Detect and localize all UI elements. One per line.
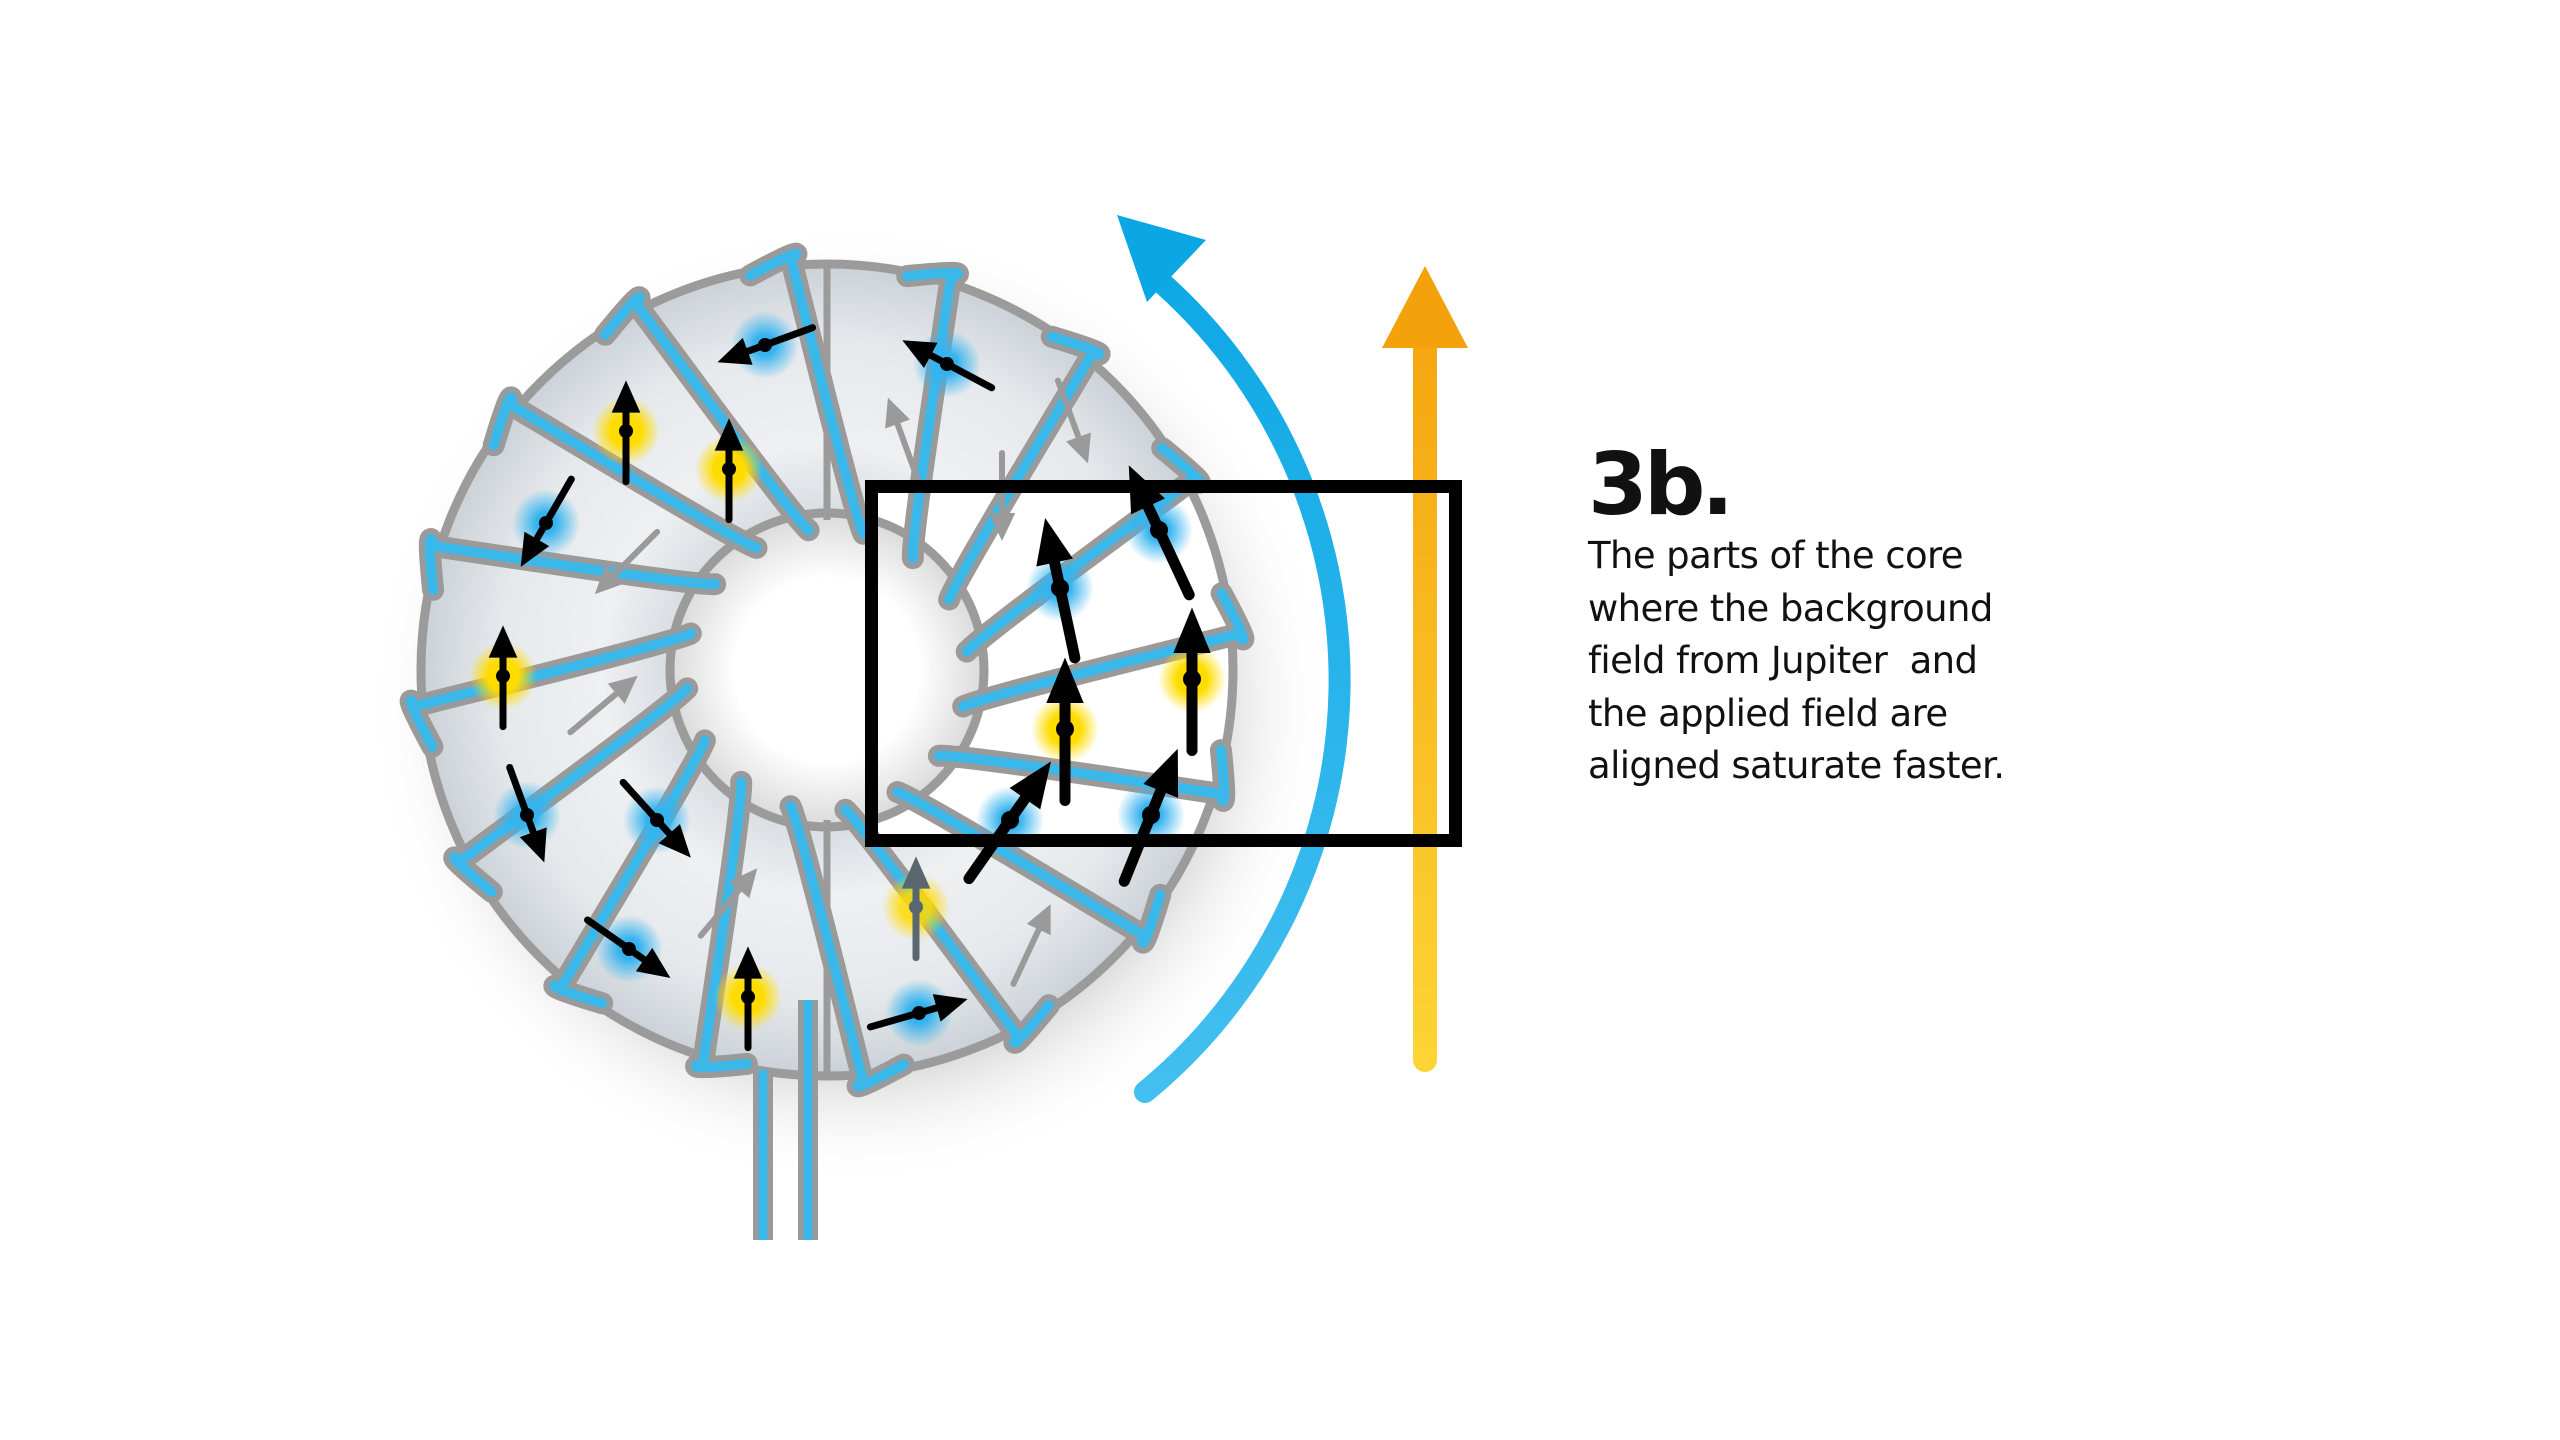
misaligned-domain-icon bbox=[866, 979, 968, 1047]
misaligned-domain-icon bbox=[584, 915, 671, 983]
faded-domain-arrows bbox=[567, 377, 1091, 987]
applied-field-arrow bbox=[1382, 266, 1468, 1072]
applied-field-arrowhead-icon bbox=[1382, 266, 1468, 348]
misaligned-domain-icon bbox=[902, 330, 996, 398]
wire-leads bbox=[753, 1000, 818, 1240]
aligned-domain-icon bbox=[592, 380, 660, 486]
highlight-box bbox=[865, 480, 1462, 847]
misaligned-domain-icon bbox=[1026, 518, 1094, 664]
aligned-domain-icon bbox=[469, 625, 537, 731]
caption: 3b. The parts of the core where the back… bbox=[1588, 440, 2108, 793]
caption-line: aligned saturate faster. bbox=[1588, 744, 2005, 787]
caption-text: The parts of the core where the backgrou… bbox=[1588, 530, 2108, 793]
induced-field-arc bbox=[1117, 215, 1351, 1103]
aligned-domain-icon bbox=[695, 418, 763, 524]
caption-line: where the background bbox=[1588, 586, 1993, 630]
caption-line: The parts of the core bbox=[1588, 534, 1964, 577]
misaligned-domain-icon bbox=[512, 475, 580, 567]
misaligned-domain-icon bbox=[619, 778, 691, 858]
misaligned-domain-icon bbox=[717, 311, 817, 379]
caption-line: field from Jupiter and bbox=[1588, 639, 1978, 682]
aligned-domain-icon bbox=[714, 946, 782, 1052]
aligned-domain-icon bbox=[882, 856, 950, 962]
misaligned-domain-icon bbox=[493, 763, 561, 863]
figure-label: 3b. bbox=[1588, 435, 1734, 535]
induced-field-arrowhead-icon bbox=[1117, 215, 1206, 302]
aligned-domain-icon bbox=[1031, 657, 1099, 806]
aligned-domain-icon bbox=[1158, 607, 1226, 756]
magnetic-domains bbox=[469, 311, 1226, 1052]
caption-line: the applied field are bbox=[1588, 691, 1948, 735]
misaligned-domain-icon bbox=[1117, 748, 1185, 887]
